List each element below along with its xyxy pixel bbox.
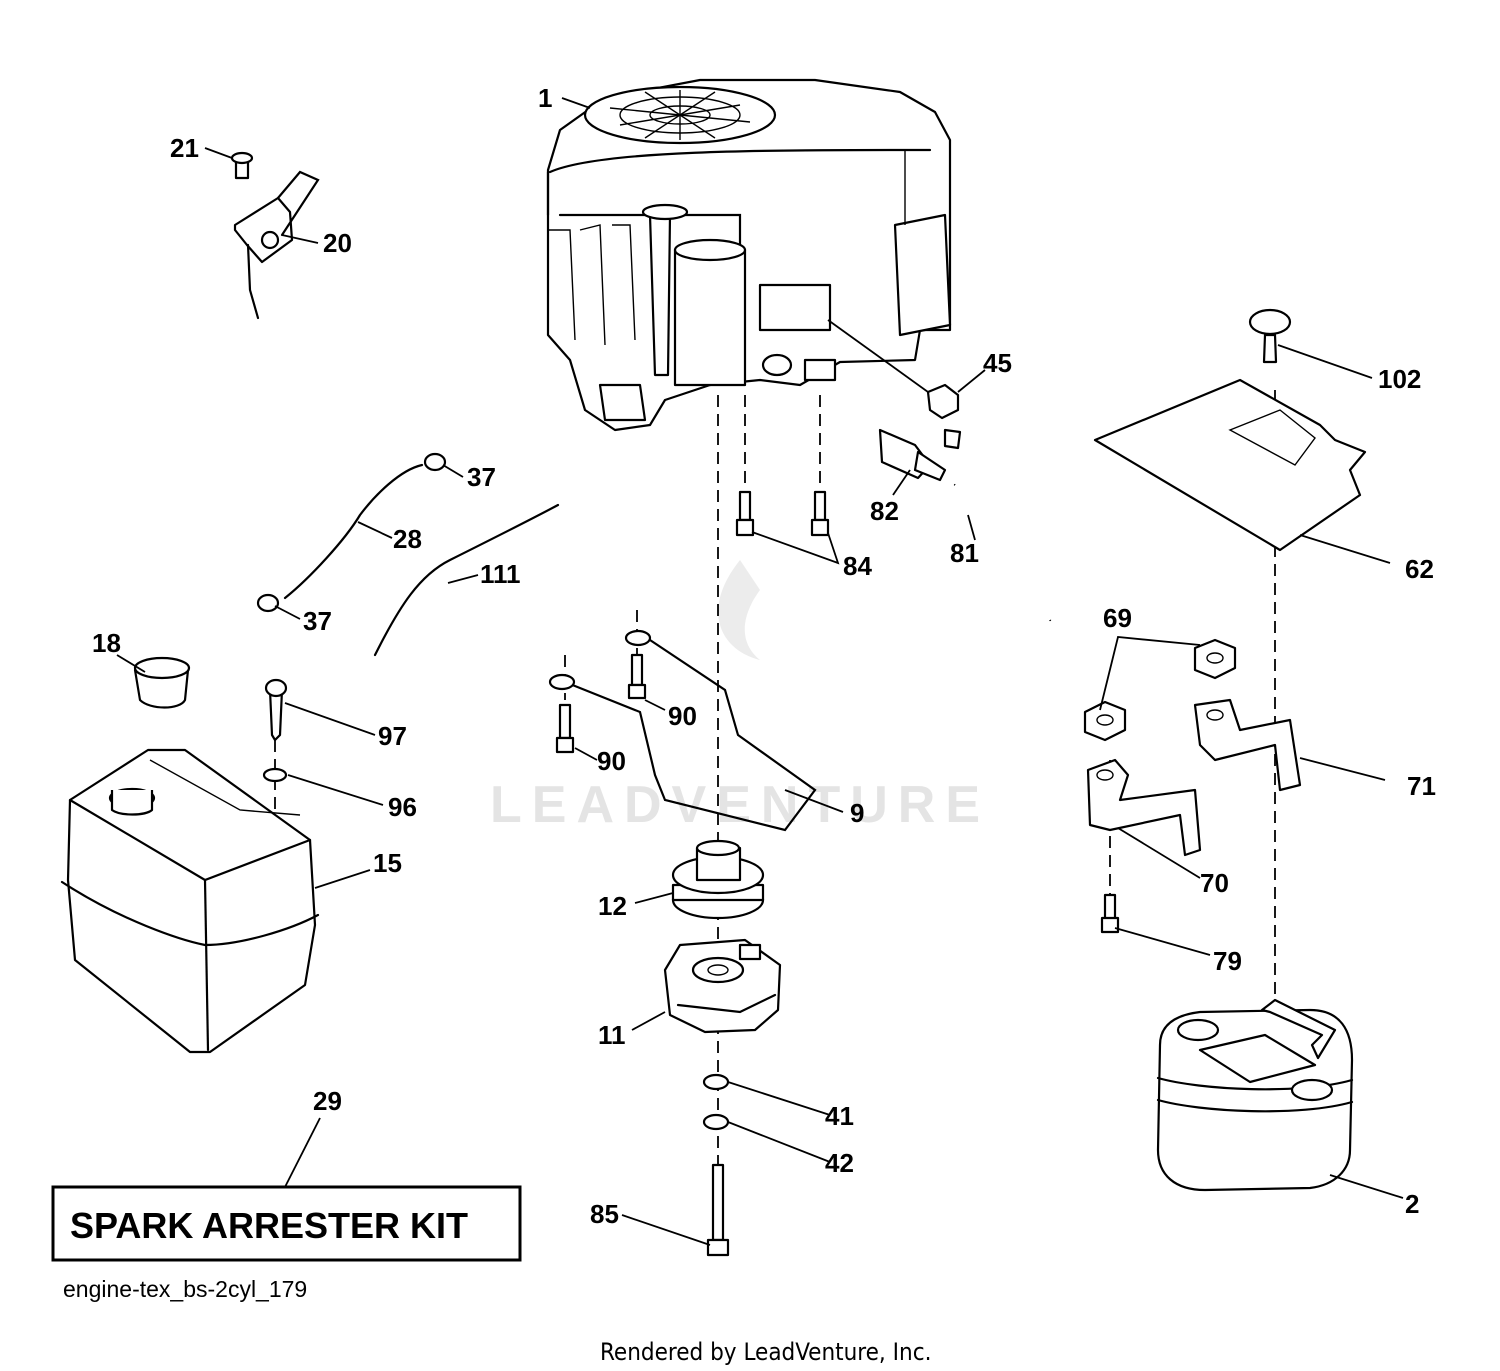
callout-15: 15 [373, 848, 402, 878]
callout-70: 70 [1200, 868, 1229, 898]
callout-69: 69 [1103, 603, 1132, 633]
knob [1248, 308, 1292, 364]
washer-42 [702, 1113, 730, 1131]
throttle-bracket [230, 151, 320, 320]
fuel-line [283, 463, 424, 600]
electric-clutch [663, 938, 782, 1034]
callout-90: 90 [597, 746, 626, 776]
washer-41 [702, 1073, 730, 1091]
callout-2: 2 [1405, 1189, 1419, 1219]
hose-clamp-upper [423, 452, 447, 472]
callout-62: 62 [1405, 554, 1434, 584]
callout-97: 97 [378, 721, 407, 751]
callout-37: 37 [467, 462, 496, 492]
fuel-filter [878, 428, 962, 482]
callout-18: 18 [92, 628, 121, 658]
callout-11: 11 [598, 1020, 626, 1050]
pulley [671, 839, 765, 920]
watermark-flame-icon [718, 560, 760, 660]
tank-bolt [262, 678, 288, 783]
callout-81: 81 [950, 538, 979, 568]
callout-42: 42 [825, 1148, 854, 1178]
vent-tube [373, 503, 560, 657]
credit-line: Rendered by LeadVenture, Inc. [600, 1338, 931, 1366]
callout-29: 29 [313, 1086, 342, 1116]
exhaust-pipes [1083, 638, 1302, 857]
callout-1: 1 [538, 83, 552, 113]
watermark: LEADVENTURE [490, 776, 990, 834]
callout-90: 90 [668, 701, 697, 731]
hose-clamp-lower [256, 593, 280, 613]
muffler [1156, 998, 1354, 1192]
callout-labels: 1 21 20 37 28 37 111 18 97 96 15 90 90 9… [92, 83, 1436, 1229]
callout-85: 85 [590, 1199, 619, 1229]
wire-harness [548, 629, 817, 832]
callout-28: 28 [393, 524, 422, 554]
callout-102: 102 [1378, 364, 1421, 394]
callout-20: 20 [323, 228, 352, 258]
engine [546, 78, 952, 432]
kit-label: SPARK ARRESTER KIT [70, 1205, 468, 1246]
nut [926, 383, 960, 420]
callout-21: 21 [170, 133, 199, 163]
callout-82: 82 [870, 496, 899, 526]
callout-79: 79 [1213, 946, 1242, 976]
engine-bolts [735, 490, 830, 537]
callout-37: 37 [303, 606, 332, 636]
muffler-bolt [1100, 893, 1120, 934]
callout-71: 71 [1407, 771, 1436, 801]
callout-41: 41 [825, 1101, 854, 1131]
callout-9: 9 [850, 798, 864, 828]
spark-arrester-kit: SPARK ARRESTER KIT [51, 1185, 522, 1262]
wire-bolts [555, 653, 647, 754]
callout-84: 84 [843, 551, 872, 581]
callout-12: 12 [598, 891, 627, 921]
callout-96: 96 [388, 792, 417, 822]
callout-111: 111 [480, 559, 521, 589]
clutch-bolt [706, 1163, 730, 1257]
tank-washer [262, 767, 288, 783]
leader-lines [116, 97, 1404, 1246]
fuel-tank [60, 748, 320, 1054]
callout-45: 45 [983, 348, 1012, 378]
heat-shield [1093, 378, 1367, 552]
figure-id: engine-tex_bs-2cyl_179 [63, 1276, 307, 1302]
fuel-cap [133, 656, 191, 709]
